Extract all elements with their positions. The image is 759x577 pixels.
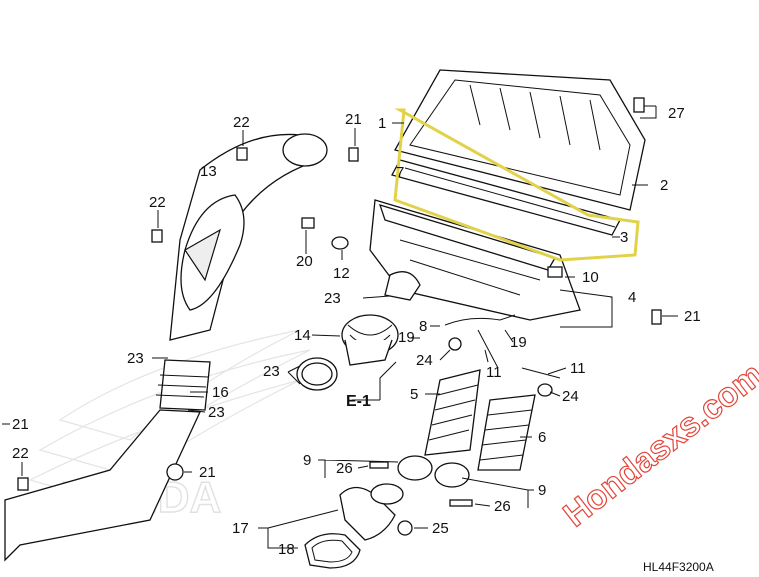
part-number-18: 18: [278, 541, 295, 558]
bolt-21-top: [348, 147, 359, 162]
joint-14: [341, 314, 399, 366]
part-number-11-right: 11: [570, 360, 586, 377]
part-number-23-left: 23: [127, 350, 144, 367]
part-number-9-right: 9: [538, 482, 546, 499]
highlight-outline: [393, 108, 640, 262]
part-number-24-right: 24: [562, 388, 579, 405]
strap-11-right: [521, 367, 561, 379]
part-number-21-edge: 21: [12, 416, 29, 433]
bolt-21-bottom: [166, 463, 184, 481]
screw-20: [301, 217, 315, 229]
part-number-8: 8: [419, 318, 427, 335]
tube-10: [547, 266, 563, 278]
part-number-13: 13: [200, 163, 217, 180]
diagram-code: HL44F3200A: [643, 560, 714, 574]
part-number-16: 16: [212, 384, 229, 401]
part-number-12: 12: [333, 265, 350, 282]
bolt-22-left: [151, 229, 163, 243]
part-number-19-right: 19: [510, 334, 527, 351]
hose-8: [444, 314, 516, 326]
part-labels: 1 2 3 4 5 6 7 8 9 9 10 11 11 12 13 14 16…: [12, 105, 701, 558]
bolt-25: [397, 520, 413, 536]
part-number-21-right: 21: [684, 308, 701, 325]
part-number-22-left: 22: [149, 194, 166, 211]
part-number-21-top: 21: [345, 111, 362, 128]
fasteners: [17, 97, 662, 536]
part-number-27: 27: [668, 105, 685, 122]
part-number-20: 20: [296, 253, 313, 270]
connecting-tube-6: [477, 394, 536, 471]
intake-duct: [4, 133, 328, 562]
air-cleaner-case-lower: [369, 199, 581, 321]
gasket-18: [304, 533, 361, 569]
part-number-1: 1: [378, 115, 386, 132]
part-number-17: 17: [232, 520, 249, 537]
part-number-21-bottom: 21: [199, 464, 216, 481]
clamp-band-23: [296, 357, 338, 391]
part-number-22-top: 22: [233, 114, 250, 131]
part-number-10: 10: [582, 269, 599, 286]
part-number-26-left: 26: [336, 460, 353, 477]
grommet-12: [331, 236, 349, 250]
part-number-3: 3: [620, 229, 628, 246]
clamps-9: [397, 455, 470, 488]
part-number-11-left: 11: [486, 364, 502, 381]
part-number-6: 6: [538, 429, 546, 446]
part-number-26-right: 26: [494, 498, 511, 515]
screw-26-right: [449, 499, 473, 507]
bolt-22-bottom: [17, 477, 29, 491]
part-number-4: 4: [628, 289, 636, 306]
section-reference: E-1: [346, 393, 371, 410]
bolt-21-right: [651, 309, 662, 325]
part-number-9-left: 9: [303, 452, 311, 469]
part-number-23-clamp: 23: [263, 363, 280, 380]
part-number-2: 2: [660, 177, 668, 194]
screw-26-left: [369, 461, 389, 469]
part-number-25: 25: [432, 520, 449, 537]
air-cleaner-case-upper: [394, 69, 646, 211]
part-number-23-lower: 23: [208, 404, 225, 421]
part-number-23-center: 23: [324, 290, 341, 307]
part-number-14: 14: [294, 327, 311, 344]
bolt-22-top: [236, 147, 248, 161]
bolt-24-left: [448, 337, 462, 351]
leader-lines: [2, 105, 678, 549]
part-number-7: 7: [396, 164, 404, 181]
connecting-tube-5: [424, 369, 481, 456]
bolt-24-right: [537, 383, 553, 397]
part-number-22-bottom: 22: [12, 445, 29, 462]
bolt-27: [633, 97, 645, 113]
watermark-text: Hondasxs.com: [557, 355, 759, 534]
air-filter-element: [391, 159, 621, 236]
part-number-19-left: 19: [398, 329, 415, 346]
insulator-17: [339, 483, 404, 541]
strap-11-left: [477, 329, 499, 369]
part-number-24-left: 24: [416, 352, 433, 369]
part-number-5: 5: [410, 386, 418, 403]
